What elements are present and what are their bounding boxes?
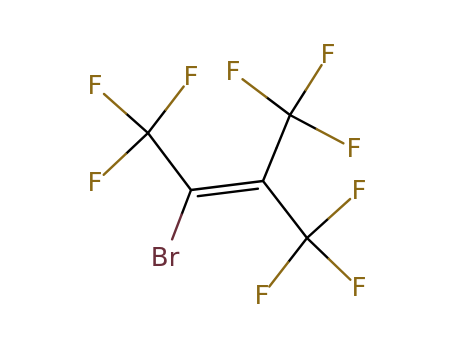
bond-c1-f2: [146, 85, 185, 135]
bond-c4-f4: [241, 78, 292, 117]
bond-half-c4: [265, 95, 292, 117]
bond-half-c4: [288, 88, 307, 117]
bond-half-c3: [261, 179, 287, 211]
bond-half-c4: [275, 113, 292, 150]
bond-c1-c2: [146, 131, 193, 192]
atom-label-f7: F: [352, 176, 367, 206]
bond-c4-f6: [288, 113, 345, 145]
bond-half-c3: [261, 146, 278, 183]
bond-half-f2: [164, 85, 185, 111]
bond-c1-f1: [102, 92, 150, 135]
bond-line-main: [189, 179, 265, 192]
atom-label-f6: F: [347, 134, 362, 164]
bonds-layer: [102, 63, 352, 288]
bond-half-f3: [102, 152, 128, 176]
bond-half-c5: [305, 217, 330, 240]
bond-half-f9: [327, 257, 352, 281]
bond-c2-c3: [189, 179, 265, 198]
bond-c3-c4: [261, 113, 292, 183]
bond-half-c2: [180, 188, 193, 216]
bond-half-f6: [315, 127, 345, 145]
atom-label-f2: F: [184, 62, 199, 92]
bond-half-c5: [286, 236, 309, 264]
atom-label-f5: F: [321, 40, 336, 70]
bond-half-c4: [288, 113, 318, 131]
bond-half-c5: [283, 208, 309, 240]
bond-line-inner: [196, 187, 260, 198]
bond-c3-c5: [261, 179, 309, 240]
bond-c1-f3: [102, 131, 150, 176]
bond-half-c5: [305, 236, 330, 261]
bond-half-br1: [170, 213, 183, 241]
bond-half-f4: [241, 78, 268, 99]
bond-c5-f7: [305, 197, 352, 240]
atom-label-f1: F: [88, 71, 103, 101]
bond-half-f5: [304, 63, 323, 92]
bond-c5-f8: [268, 236, 309, 288]
atom-label-f8: F: [255, 281, 270, 311]
bond-half-f7: [327, 197, 352, 220]
bond-half-c1: [124, 131, 150, 156]
bond-c4-f5: [288, 63, 323, 117]
bond-half-c1: [146, 131, 171, 163]
atom-label-f9: F: [352, 273, 367, 303]
bond-half-c1: [124, 112, 150, 135]
atom-label-f3: F: [88, 168, 103, 198]
bond-half-f8: [268, 261, 290, 288]
bond-c5-f9: [305, 236, 352, 281]
atom-label-br1: Br: [151, 243, 180, 273]
atom-label-f4: F: [226, 57, 241, 87]
bond-half-c1: [146, 108, 168, 135]
bond-half-c2: [168, 160, 193, 192]
bond-half-f1: [102, 92, 128, 115]
bond-c2-br1: [170, 188, 193, 241]
